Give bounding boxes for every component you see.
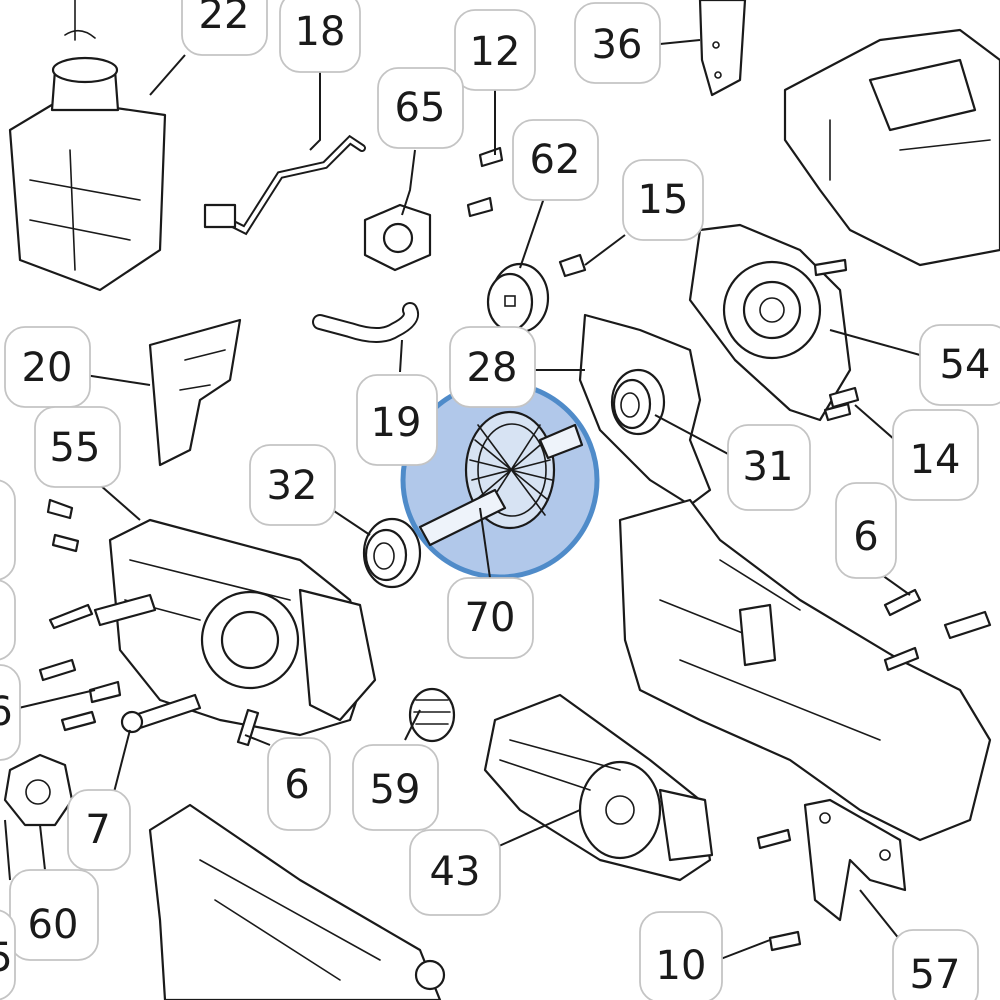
callout-6-bottom: 6 [267,737,331,831]
callout-36: 36 [574,2,661,84]
part-screws-bottom [756,828,802,952]
callout-label: 28 [467,345,518,391]
callout-5-left-edge: 5 [0,909,16,1000]
part-62-gear [486,262,550,334]
callout-label: 55 [50,425,101,471]
callout-14: 14 [892,409,979,501]
callout-label: 14 [910,437,961,483]
callout-label: 36 [592,22,643,68]
part-57-bracket [803,798,907,922]
part-65-fitting [363,203,432,272]
leader-lines [4,39,921,961]
callout-label: 19 [371,400,422,446]
callout-62: 62 [512,119,599,201]
callout-32: 32 [249,444,336,526]
callout-label: 5 [0,935,13,981]
callout-6-right: 6 [835,482,897,579]
callout-28: 28 [449,326,536,408]
part-7-bushing [120,693,202,734]
callout-label: 32 [267,463,318,509]
callout-label: 62 [530,137,581,183]
callout-31: 31 [727,424,811,511]
part-14-pins [823,386,860,422]
callout-19: 19 [356,374,438,466]
part-31-bearing [610,368,666,436]
callout-label: 7 [85,807,110,853]
callout-label: 20 [22,345,73,391]
part-6-screw-right [883,588,922,617]
callout-57: 57 [892,929,979,1000]
callout-20: 20 [4,326,91,408]
callout-18: 18 [279,0,361,73]
part-22-switch [8,0,167,292]
part-screws-left [38,498,122,732]
part-6-screw-low [236,708,260,747]
callout-15: 15 [622,159,704,241]
part-15-pin [558,253,587,278]
part-12-screws [466,146,504,218]
callout-60: 60 [9,869,99,961]
callout-70: 70 [447,577,534,659]
callout-59: 59 [352,744,439,831]
part-43-motor [483,693,714,882]
part-housing-bottom [148,803,446,1000]
callout-label: 18 [295,9,346,55]
part-55-gearbox [93,518,377,737]
part-housing-right [618,498,992,842]
part-59-pinion [408,687,456,743]
callout-label: 54 [940,342,991,388]
callout-label: 60 [28,902,79,948]
callout-label: 57 [910,952,961,998]
callout-label: 6 [284,762,309,808]
part-housing-top-right [783,28,1000,267]
part-36-bracket [698,0,747,97]
callout-blank-left-edge [0,479,16,581]
callout-label: 59 [370,767,421,813]
part-18-wire [203,134,366,236]
callout-label: 12 [470,29,521,75]
part-32-bearing [362,517,422,589]
callout-22: 22 [181,0,268,56]
callout-55: 55 [34,406,121,488]
callout-label: 6 [0,689,13,735]
callout-label: 15 [638,177,689,223]
part-54-flange [688,223,852,422]
callout-54: 54 [919,324,1000,406]
callout-label: 70 [465,595,516,641]
callout-7: 7 [67,789,131,871]
highlight-part-70[interactable] [400,380,600,580]
part-19-hose [312,302,419,343]
part-20-bracket [148,318,242,467]
part-60-gear [3,753,74,827]
callout-label: 6 [853,514,878,560]
callout-label: 10 [656,943,707,989]
callout-blank-left-edge-2 [0,579,16,661]
callout-10: 10 [639,911,723,1000]
callout-43: 43 [409,829,501,916]
callout-label: 65 [395,85,446,131]
callout-label: 22 [199,0,250,38]
callout-6-left-edge: 6 [0,664,21,761]
callout-label: 31 [743,444,794,490]
callout-65: 65 [377,67,464,149]
callout-12: 12 [454,9,536,91]
callout-label: 43 [430,849,481,895]
